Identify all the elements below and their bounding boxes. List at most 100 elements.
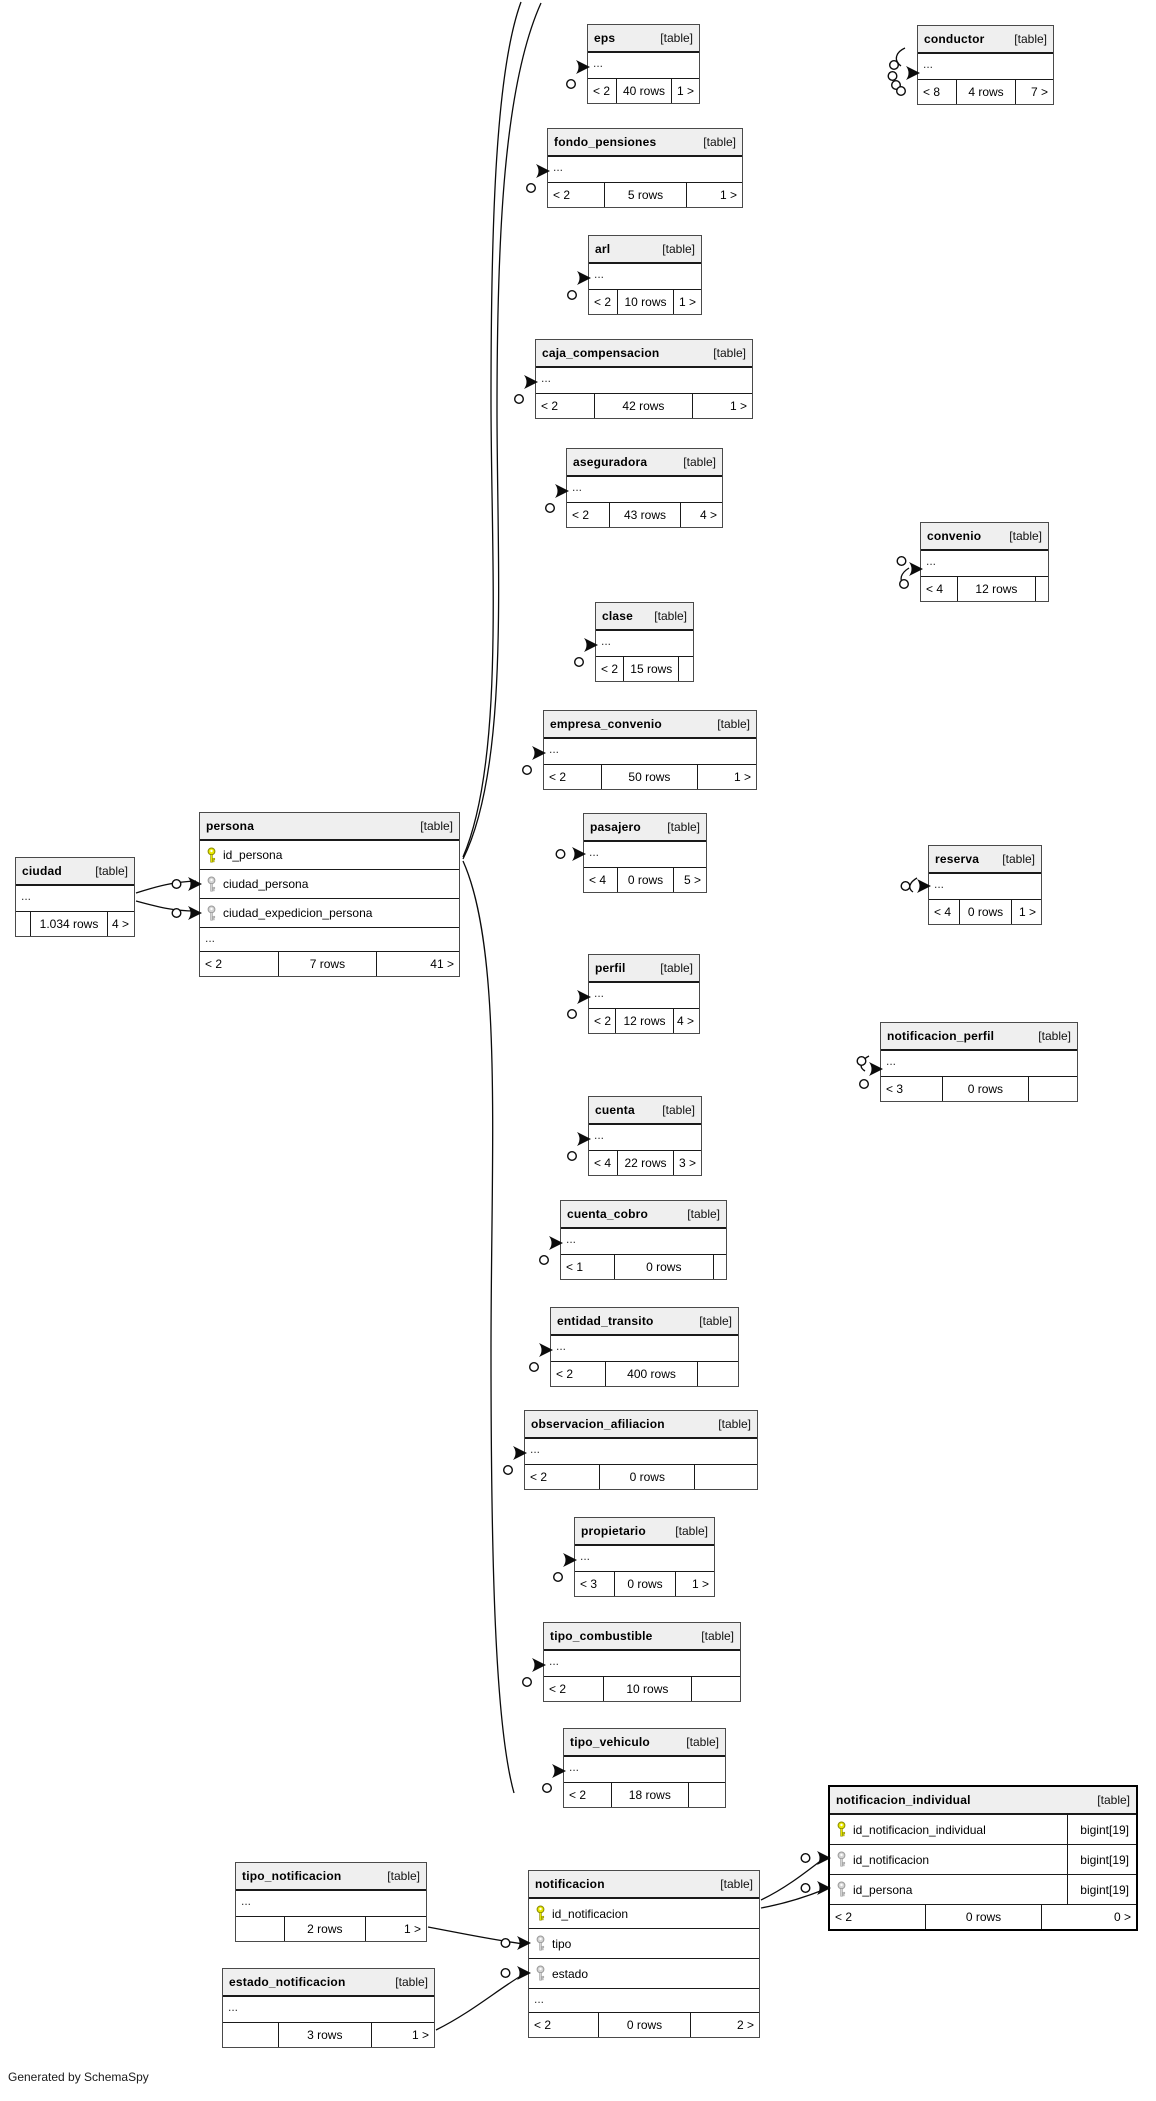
table-name[interactable]: notificacion_individual xyxy=(836,1793,971,1807)
table-name[interactable]: tipo_vehiculo xyxy=(570,1735,650,1749)
foreign-key-icon xyxy=(837,1881,846,1897)
table-name[interactable]: notificacion_perfil xyxy=(887,1029,995,1043)
edge-convenio-stub xyxy=(900,567,910,586)
column-type: bigint[19] xyxy=(1067,1875,1132,1904)
table-name[interactable]: arl xyxy=(595,242,611,256)
footer-children-count: < 2 xyxy=(835,1910,853,1924)
table-badge: [table] xyxy=(718,1417,751,1431)
table-name[interactable]: observacion_afiliacion xyxy=(531,1417,665,1431)
table-box-notificacion_individual[interactable]: notificacion_individual[table]id_notific… xyxy=(828,1785,1138,1931)
table-badge: [table] xyxy=(660,961,693,975)
table-name[interactable]: ciudad xyxy=(22,864,62,878)
footer-row-count: 1.034 rows xyxy=(30,912,107,936)
table-name[interactable]: cuenta_cobro xyxy=(567,1207,649,1221)
table-name[interactable]: notificacion xyxy=(535,1877,605,1891)
table-name[interactable]: convenio xyxy=(927,529,982,543)
more-columns-ellipsis: ... xyxy=(575,1546,714,1572)
table-name[interactable]: eps xyxy=(594,31,616,45)
table-name[interactable]: conductor xyxy=(924,32,985,46)
column-row-tipo[interactable]: tipo xyxy=(529,1929,759,1959)
footer-children-count: < 4 xyxy=(594,1156,612,1170)
column-name: estado xyxy=(552,1966,589,1981)
table-name[interactable]: propietario xyxy=(581,1524,646,1538)
table-name[interactable]: clase xyxy=(602,609,634,623)
table-name[interactable]: entidad_transito xyxy=(557,1314,654,1328)
table-name[interactable]: aseguradora xyxy=(573,455,648,469)
column-name: tipo xyxy=(552,1936,572,1951)
footer-row-count: 0 rows xyxy=(924,1905,1041,1929)
table-name[interactable]: cuenta xyxy=(595,1103,635,1117)
table-badge: [table] xyxy=(395,1975,428,1989)
footer-children-count: < 2 xyxy=(549,770,567,784)
column-row-ciudad_expedicion_persona[interactable]: ciudad_expedicion_persona xyxy=(200,899,459,928)
table-name[interactable]: empresa_convenio xyxy=(550,717,662,731)
edge-reserva-stub xyxy=(909,877,918,893)
table-name[interactable]: tipo_combustible xyxy=(550,1629,653,1643)
footer-row-count: 5 rows xyxy=(604,183,685,207)
footer-children-count xyxy=(236,1917,284,1941)
column-row-ciudad_persona[interactable]: ciudad_persona xyxy=(200,870,459,899)
footer-parents-count: 1 > xyxy=(370,2023,434,2047)
table-name[interactable]: persona xyxy=(206,819,255,833)
table-name[interactable]: fondo_pensiones xyxy=(554,135,657,149)
table-name[interactable]: estado_notificacion xyxy=(229,1975,346,1989)
table-header: arl[table] xyxy=(589,236,701,264)
table-header: cuenta[table] xyxy=(589,1097,701,1125)
column-name: ciudad_expedicion_persona xyxy=(223,906,373,920)
table-badge: [table] xyxy=(387,1869,420,1883)
table-name[interactable]: tipo_notificacion xyxy=(242,1869,342,1883)
footer-row-count: 22 rows xyxy=(617,1151,673,1175)
footer-children-count: < 8 xyxy=(923,85,941,99)
footer-children-count: < 2 xyxy=(601,662,619,676)
column-row-estado[interactable]: estado xyxy=(529,1959,759,1989)
table-badge: [table] xyxy=(701,1629,734,1643)
table-name[interactable]: caja_compensacion xyxy=(542,346,660,360)
footer-row-count: 4 rows xyxy=(955,80,1015,104)
footer-parents-count: 5 > xyxy=(673,868,706,892)
edge-ciudad-persona-2 xyxy=(135,900,197,912)
edge-tipo_notificacion-notificacion xyxy=(427,1926,525,1945)
column-row-id_notificacion[interactable]: id_notificacion xyxy=(529,1899,759,1929)
footer-parents-count: 4 > xyxy=(672,1009,699,1033)
table-name[interactable]: pasajero xyxy=(590,820,641,834)
footer-children-count: < 4 xyxy=(934,905,952,919)
table-name[interactable]: reserva xyxy=(935,852,980,866)
column-row-id_persona[interactable]: id_persona xyxy=(200,841,459,870)
table-header: tipo_combustible [table] xyxy=(544,1623,740,1651)
table-badge: [table] xyxy=(420,819,453,833)
generated-by-note: Generated by SchemaSpy xyxy=(8,2070,149,2084)
table-header: tipo_notificacion [table] xyxy=(236,1863,426,1891)
table-name[interactable]: perfil xyxy=(595,961,626,975)
